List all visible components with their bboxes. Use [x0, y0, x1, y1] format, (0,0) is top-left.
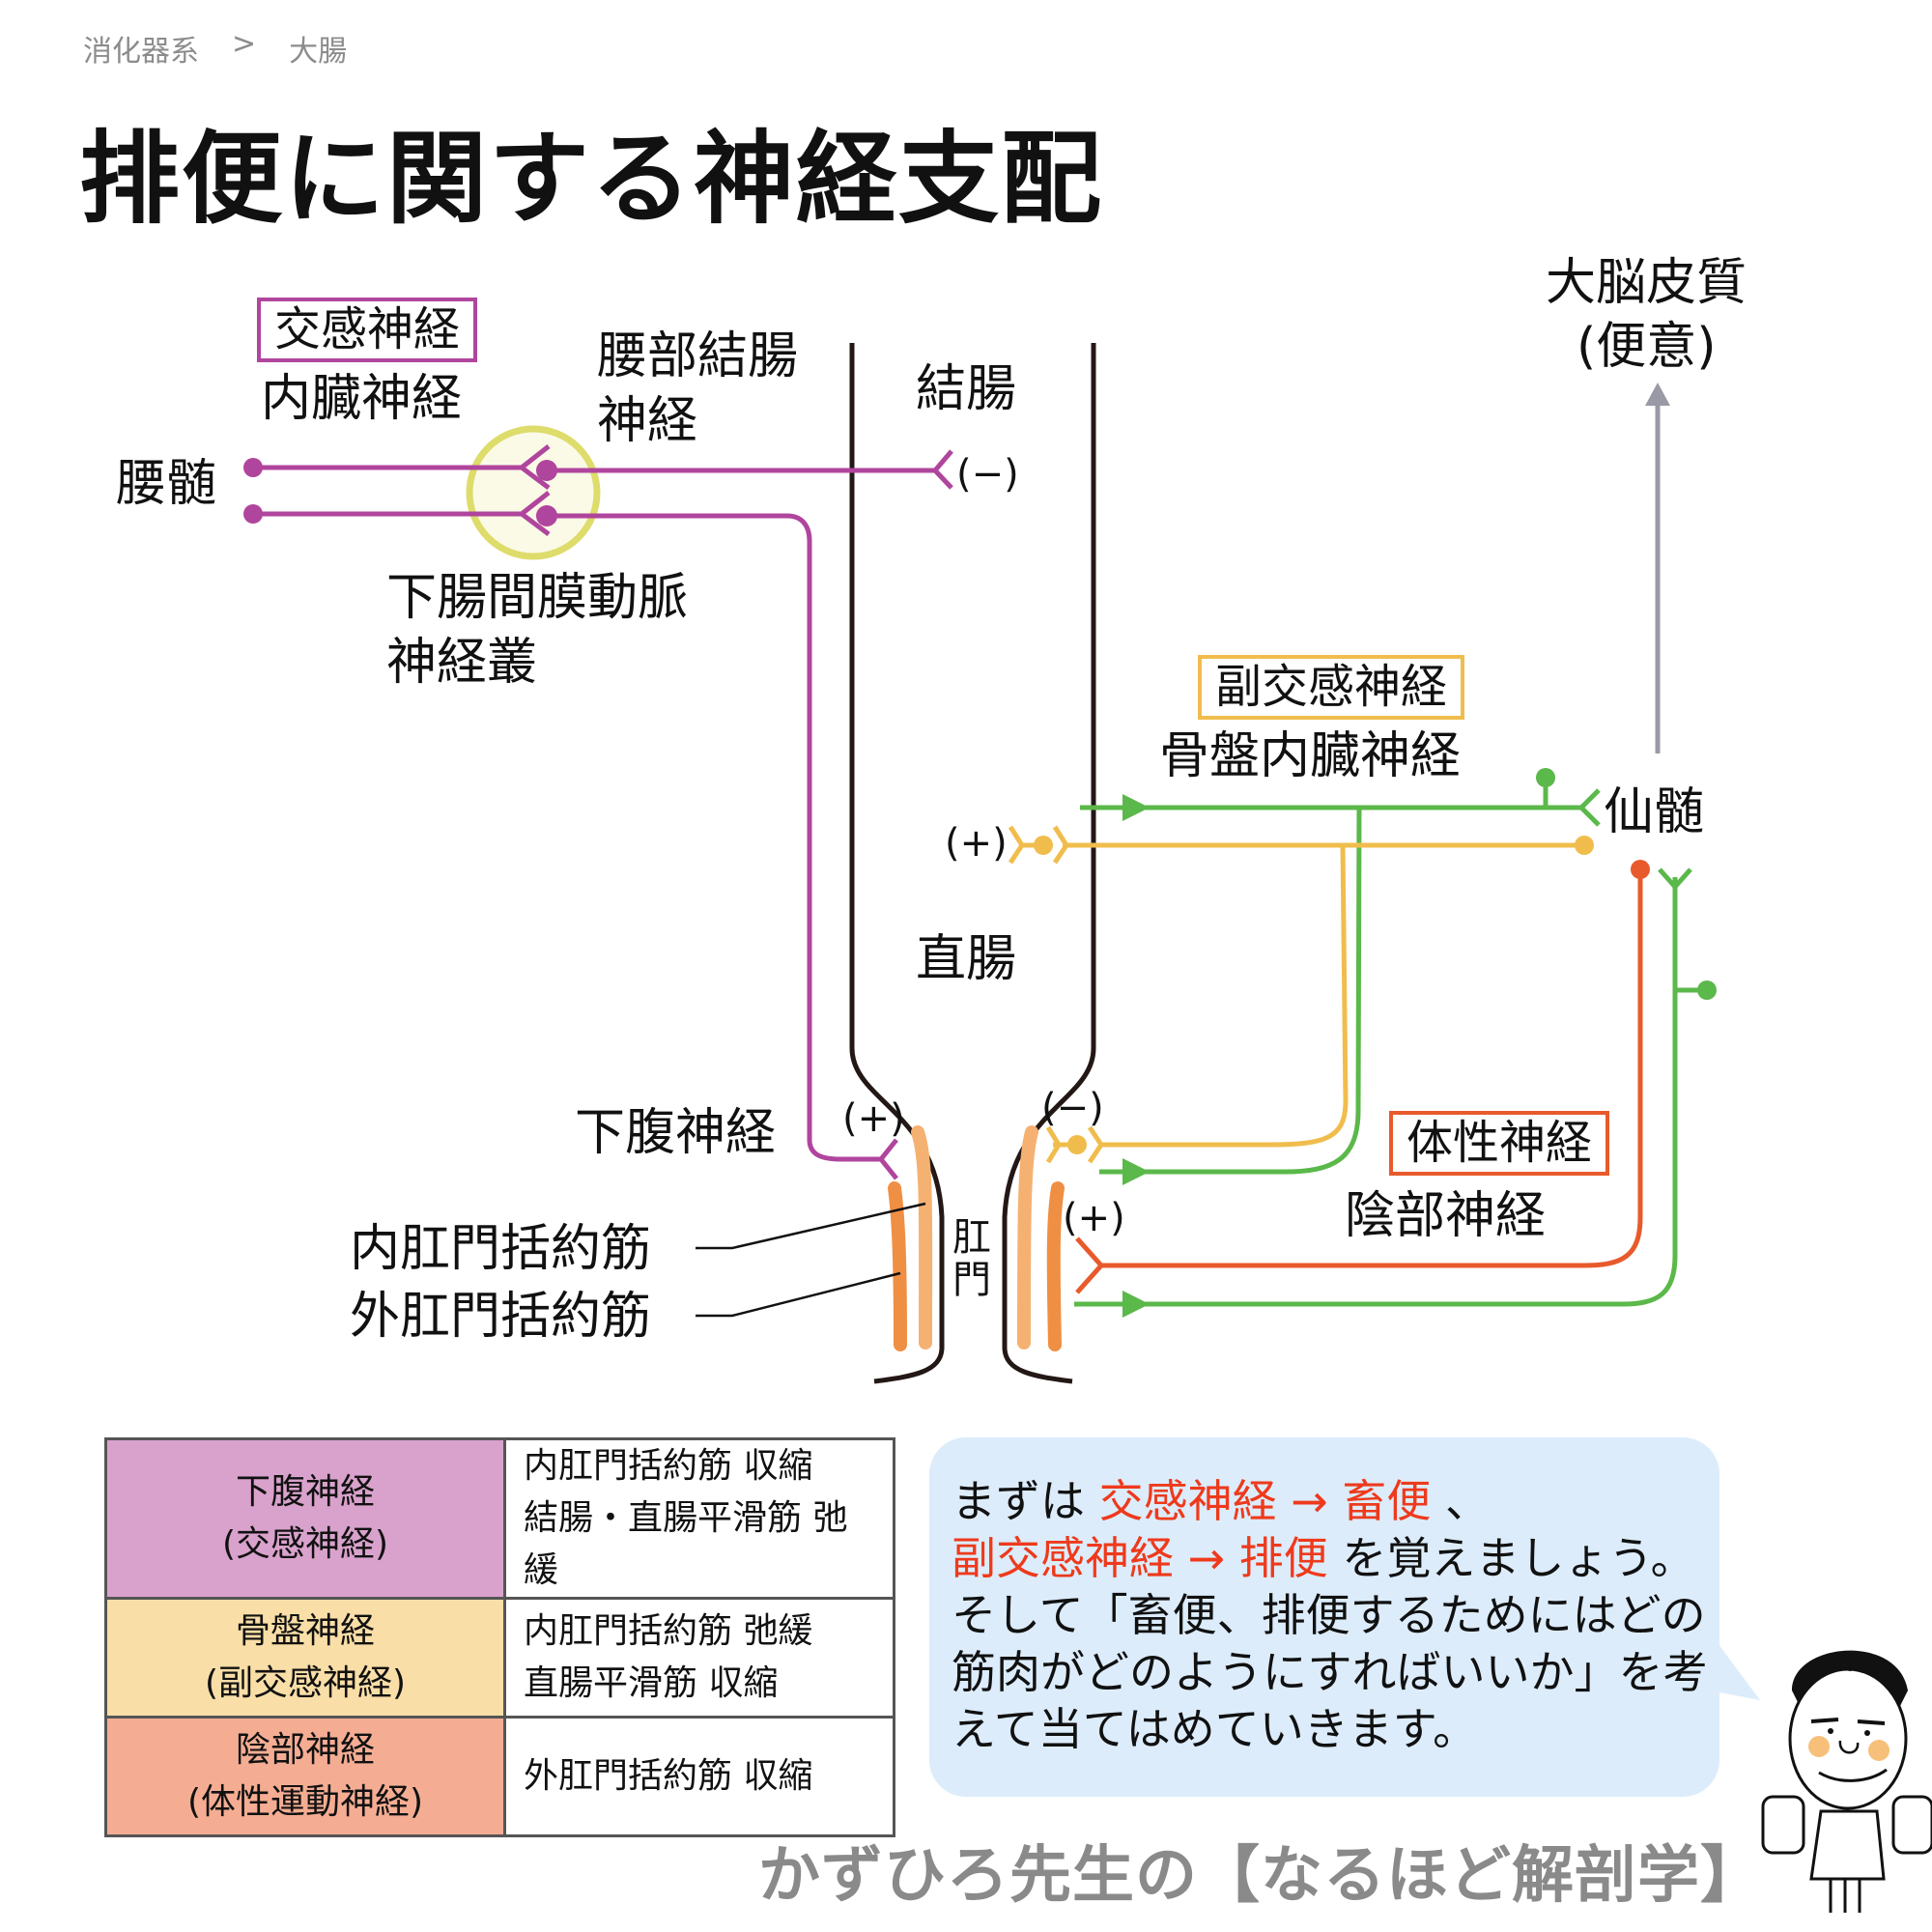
- rectum-label: 直腸: [916, 930, 1017, 988]
- effect: 外肛門括約筋 収縮: [524, 1756, 813, 1796]
- sensory-arrow: [1645, 383, 1670, 753]
- colon-label: 結腸: [916, 360, 1017, 418]
- breadcrumb-separator: >: [232, 27, 257, 61]
- nerve-type: (交感神経): [221, 1524, 389, 1564]
- nerve-type: (体性運動神経): [186, 1782, 424, 1822]
- speech-bubble: [929, 1437, 1719, 1797]
- ganglion-label-line2: 神経叢: [386, 634, 538, 692]
- pudendal-nerve-label: 陰部神経: [1345, 1187, 1547, 1245]
- external-sphincter-label: 外肛門括約筋: [350, 1288, 652, 1346]
- internal-sphincter-parasympathetic-effect: (−): [1041, 1086, 1104, 1130]
- footer-brand: かずひろ先生の【なるほど解剖学】: [758, 1840, 1763, 1912]
- gut-wall: [849, 343, 1096, 1384]
- nerve-type: (副交感神経): [204, 1663, 407, 1703]
- internal-sphincter-sympathetic-effect: (+): [842, 1096, 905, 1141]
- table-nerve-cell: 骨盤神経 (副交感神経): [104, 1597, 506, 1719]
- external-sphincter-left: [888, 1181, 907, 1351]
- speech-bubble-tail: [1710, 1633, 1760, 1700]
- ganglion-label-line1: 下腸間膜動脈: [386, 569, 689, 627]
- somatic-node: [1631, 860, 1650, 879]
- internal-sphincter-left: [911, 1125, 933, 1350]
- nerve-name: 骨盤神経: [235, 1611, 375, 1651]
- bubble-line-2: 副交感神経 → 排便 を覚えましょう。: [952, 1532, 1695, 1584]
- sympathetic-tag: 交感神経: [257, 298, 478, 363]
- bubble-line-4: 筋肉がどのようにすればいいか」を考: [952, 1646, 1708, 1698]
- breadcrumb-item-digestive[interactable]: 消化器系: [83, 35, 199, 69]
- lumbar-colonic-nerve-line2: 神経: [597, 392, 698, 450]
- table-nerve-cell: 下腹神経 (交感神経): [104, 1437, 506, 1600]
- table-nerve-cell: 陰部神経 (体性運動神経): [104, 1716, 506, 1837]
- table-effect-cell: 外肛門括約筋 収縮: [503, 1716, 895, 1837]
- rectum-parasympathetic-effect: (+): [945, 821, 1008, 866]
- summary-table: 下腹神経 (交感神経) 内肛門括約筋 収縮 結腸・直腸平滑筋 弛緩 骨盤神経 (…: [104, 1437, 895, 1837]
- breadcrumb: 消化器系 > 大腸: [83, 27, 347, 70]
- leader-external-sphincter: [696, 1271, 901, 1318]
- nerve-name: 下腹神経: [235, 1472, 375, 1512]
- effect: 内肛門括約筋 収縮: [524, 1446, 813, 1486]
- anus-label-2: 門: [952, 1258, 991, 1302]
- table-effect-cell: 内肛門括約筋 収縮 結腸・直腸平滑筋 弛緩: [503, 1437, 895, 1600]
- gut-wall-right: [1002, 343, 1096, 1384]
- effect: 直腸平滑筋 収縮: [524, 1663, 779, 1703]
- external-sphincter-right: [1046, 1181, 1065, 1351]
- defecation-urge-label: (便意): [1577, 318, 1717, 376]
- page-title: 排便に関する神経支配: [79, 120, 1104, 238]
- somatic-pathway: [1075, 874, 1643, 1294]
- arrow-internal-sphincter: [1122, 1158, 1150, 1185]
- internal-sphincter-label: 内肛門括約筋: [350, 1220, 652, 1278]
- synapse-internal-sphincter-excite: [877, 1138, 898, 1180]
- sympathetic-nodes: [243, 458, 557, 526]
- hypogastric-nerve-label: 下腹神経: [575, 1104, 777, 1162]
- bubble-line-1: まずは 交感神経 → 畜便 、: [952, 1475, 1491, 1527]
- sacral-cord-label: 仙髄: [1604, 783, 1705, 841]
- table-row: 骨盤神経 (副交感神経) 内肛門括約筋 弛緩 直腸平滑筋 収縮: [104, 1597, 895, 1719]
- lumbar-colonic-nerve-line1: 腰部結腸: [597, 327, 799, 385]
- arrow-external-sphincter: [1122, 1291, 1150, 1318]
- nerve-name: 陰部神経: [235, 1730, 375, 1770]
- synapse-colon-inhibit: [931, 449, 953, 490]
- breadcrumb-item-large-intestine[interactable]: 大腸: [289, 35, 348, 69]
- bubble-line-3: そして「畜便、排便するためにはどの: [952, 1589, 1706, 1641]
- gut-wall-left: [849, 343, 945, 1384]
- internal-sphincter-right: [1017, 1125, 1038, 1350]
- pelvic-splanchnic-nerve-label: 骨盤内臓神経: [1159, 727, 1462, 785]
- speech-bubble-text: まずは 交感神経 → 畜便 、 副交感神経 → 排便 を覚えましょう。 そして「…: [952, 1473, 1707, 1758]
- colon-effect-inhibit: (−): [956, 452, 1019, 497]
- sympathetic-pathway: [253, 444, 953, 1180]
- effect: 内肛門括約筋 弛緩: [524, 1611, 813, 1651]
- parasympathetic-excitatory-nodes: [1122, 768, 1717, 1318]
- bubble-line-5: えて当てはめていきます。: [952, 1703, 1478, 1755]
- table-effect-cell: 内肛門括約筋 弛緩 直腸平滑筋 収縮: [503, 1597, 895, 1719]
- leader-lines: [696, 1202, 926, 1318]
- arrow-rectum: [1122, 794, 1150, 821]
- splanchnic-nerve-label: 内臓神経: [261, 370, 463, 428]
- table-row: 陰部神経 (体性運動神経) 外肛門括約筋 収縮: [104, 1716, 895, 1837]
- parasympathetic-inhibitory-nodes: [1034, 836, 1594, 1154]
- anus-label-1: 肛: [952, 1215, 991, 1260]
- parasympathetic-inhibitory-pathway: [1008, 825, 1581, 1164]
- parasympathetic-tag: 副交感神経: [1198, 655, 1465, 721]
- parasympathetic-excitatory-pathway: [1074, 782, 1705, 1307]
- leader-internal-sphincter: [696, 1202, 926, 1250]
- effect: 結腸・直腸平滑筋 弛緩: [524, 1498, 848, 1590]
- ganglion-inferior-mesenteric-plexus: [466, 425, 601, 560]
- somatic-tag: 体性神経: [1389, 1111, 1610, 1177]
- cerebral-cortex-label: 大脳皮質: [1546, 254, 1747, 312]
- sphincters: [888, 1125, 1065, 1351]
- external-sphincter-somatic-effect: (+): [1063, 1196, 1125, 1240]
- lumbar-cord-label: 腰髄: [116, 455, 217, 513]
- table-row: 下腹神経 (交感神経) 内肛門括約筋 収縮 結腸・直腸平滑筋 弛緩: [104, 1437, 895, 1600]
- mascot-teacher-illustration: [1761, 1650, 1932, 1913]
